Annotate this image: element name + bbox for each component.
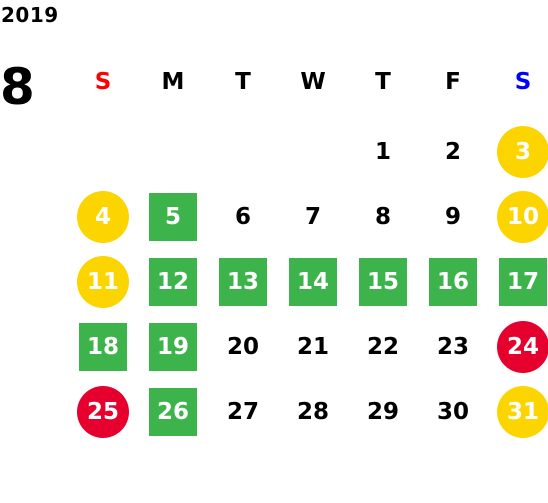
day-cell[interactable]: 11 [68,249,138,314]
day-number: 4 [77,190,129,243]
day-cell[interactable]: 19 [138,314,208,379]
day-cell[interactable]: 17 [488,249,548,314]
day-number: 20 [226,333,259,360]
weekday-header: M [161,69,185,95]
day-number: 5 [149,192,197,241]
day-number: 31 [497,385,548,438]
calendar-year: 2019 [1,3,59,27]
day-cell[interactable]: 3 [488,119,548,184]
day-cell[interactable]: 22 [348,314,418,379]
day-number: 12 [149,257,197,306]
day-number: 29 [366,398,399,425]
day-number: 26 [149,387,197,436]
day-number: 17 [499,257,547,306]
day-number: 16 [429,257,477,306]
day-cell[interactable]: 6 [208,184,278,249]
day-cell[interactable]: 12 [138,249,208,314]
day-cell[interactable]: 8 [348,184,418,249]
weekday-header: W [300,69,326,95]
day-number: 3 [497,125,548,178]
day-cell[interactable]: 20 [208,314,278,379]
weekday-header: F [445,69,461,95]
day-cell[interactable]: 16 [418,249,488,314]
day-number: 22 [366,333,399,360]
day-cell[interactable]: 30 [418,379,488,444]
day-number: 8 [374,203,391,230]
day-cell[interactable]: 10 [488,184,548,249]
day-cell[interactable]: 26 [138,379,208,444]
day-cell[interactable]: 23 [418,314,488,379]
day-number: 11 [77,255,129,308]
day-cell[interactable]: 7 [278,184,348,249]
day-cell[interactable]: 28 [278,379,348,444]
day-cell[interactable]: 14 [278,249,348,314]
weekday-header: T [375,69,391,95]
day-cell[interactable]: 24 [488,314,548,379]
day-cell[interactable]: 2 [418,119,488,184]
day-number: 24 [497,320,548,373]
day-cell[interactable]: 25 [68,379,138,444]
day-cell[interactable]: 5 [138,184,208,249]
day-number: 21 [296,333,329,360]
day-number: 18 [79,322,127,371]
day-cell[interactable]: 15 [348,249,418,314]
day-cell[interactable]: 27 [208,379,278,444]
day-number: 25 [77,385,129,438]
day-number: 2 [444,138,461,165]
day-cell[interactable]: 9 [418,184,488,249]
day-number: 14 [289,257,337,306]
day-number: 13 [219,257,267,306]
calendar-month: 8 [0,58,35,116]
weekday-header: S [514,69,532,95]
day-number: 19 [149,322,197,371]
day-cell[interactable]: 31 [488,379,548,444]
day-number: 9 [444,203,461,230]
weekday-header: T [235,69,251,95]
day-number: 23 [436,333,469,360]
day-cell[interactable]: 13 [208,249,278,314]
day-number: 27 [226,398,259,425]
day-number: 10 [497,190,548,243]
day-cell[interactable]: 18 [68,314,138,379]
weekday-header: S [94,69,112,95]
day-cell[interactable]: 1 [348,119,418,184]
day-number: 1 [374,138,391,165]
day-cell[interactable]: 29 [348,379,418,444]
day-cell[interactable]: 4 [68,184,138,249]
day-number: 28 [296,398,329,425]
day-number: 30 [436,398,469,425]
day-number: 7 [304,203,321,230]
day-number: 15 [359,257,407,306]
day-number: 6 [234,203,251,230]
day-cell[interactable]: 21 [278,314,348,379]
